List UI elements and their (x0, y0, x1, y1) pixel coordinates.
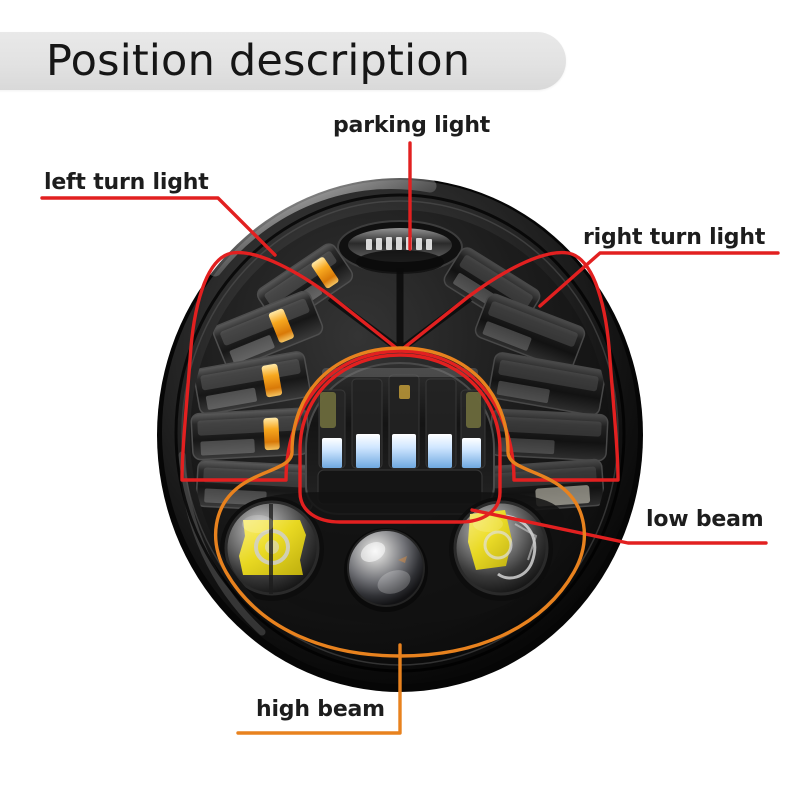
left-turn-led-bank (190, 243, 354, 513)
low-beam-module (305, 361, 495, 515)
high-beam-leader (236, 643, 402, 735)
low-beam-leader (470, 508, 768, 545)
annotation-outlines-red (40, 141, 780, 545)
annotation-outlines-orange (213, 346, 587, 735)
callout-label-parking-light: parking light (333, 113, 491, 138)
callout-label-right-turn-light: right turn light (583, 225, 766, 250)
page-title: Position description (46, 36, 471, 86)
bezel-highlight (208, 176, 437, 277)
right-turn-led-bank (443, 247, 609, 514)
parking-light-module (337, 220, 463, 274)
left-turn-region-outline (180, 250, 402, 482)
center-dome-lens (344, 528, 428, 612)
callout-label-left-turn-light: left turn light (44, 170, 209, 195)
right-high-beam-projector (449, 497, 553, 601)
left-high-beam-projector (220, 497, 324, 601)
low-beam-led-chips (322, 434, 481, 468)
title-banner (0, 32, 566, 90)
low-beam-region-outline (298, 353, 502, 524)
high-beam-chamber (220, 492, 564, 624)
right-turn-leader (538, 251, 780, 308)
left-turn-leader (40, 196, 277, 257)
callout-label-low-beam: low beam (646, 507, 764, 532)
callout-label-high-beam: high beam (256, 697, 385, 722)
right-turn-region-outline (398, 250, 620, 482)
